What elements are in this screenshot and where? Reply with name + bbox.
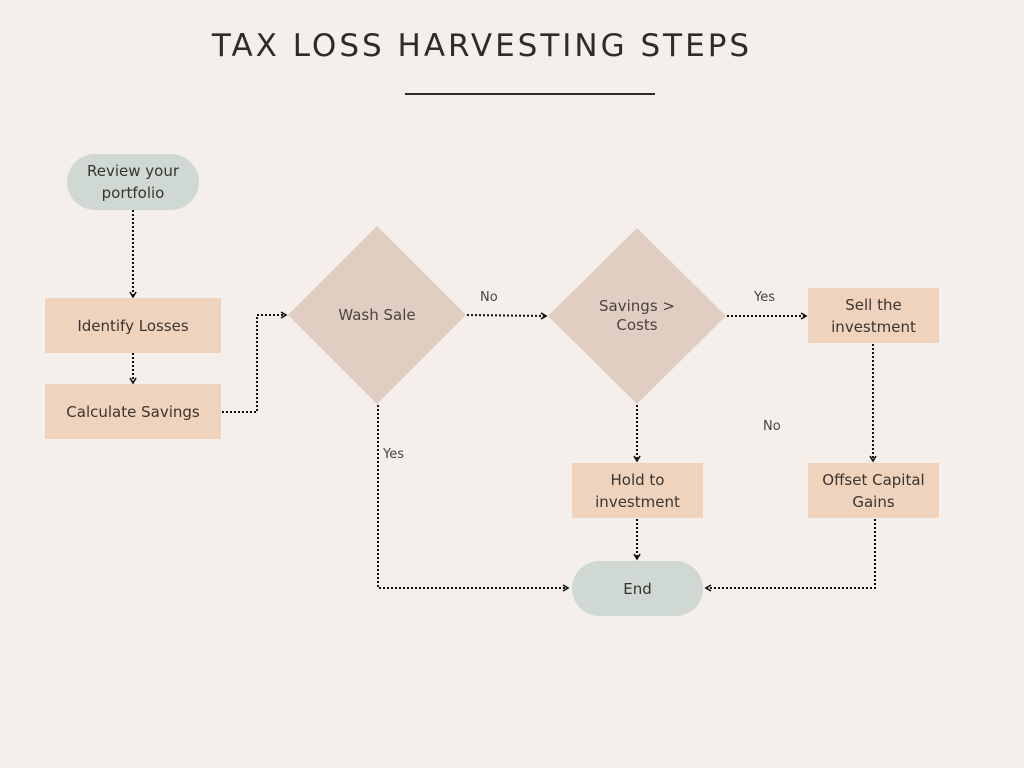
offset-capital-gains-node: Offset Capital Gains <box>808 463 939 518</box>
savings-yes-label: Yes <box>754 290 775 305</box>
review-portfolio-node: Review your portfolio <box>67 154 199 210</box>
savings-no-label: No <box>763 419 781 434</box>
end-node: End <box>572 561 703 616</box>
savings-costs-decision: Savings > Costs <box>599 297 675 334</box>
title-divider <box>405 93 655 95</box>
calculate-savings-node: Calculate Savings <box>45 384 221 439</box>
hold-investment-node: Hold to investment <box>572 463 703 518</box>
savings-costs-diamond <box>548 228 726 404</box>
sell-investment-node: Sell the investment <box>808 288 939 343</box>
wash-sale-yes-label: Yes <box>383 447 404 462</box>
wash-sale-diamond <box>288 226 466 404</box>
identify-losses-node: Identify Losses <box>45 298 221 353</box>
wash-sale-decision: Wash Sale <box>338 305 416 324</box>
page-title: TAX LOSS HARVESTING STEPS <box>211 28 753 64</box>
wash-sale-no-label: No <box>480 290 498 305</box>
